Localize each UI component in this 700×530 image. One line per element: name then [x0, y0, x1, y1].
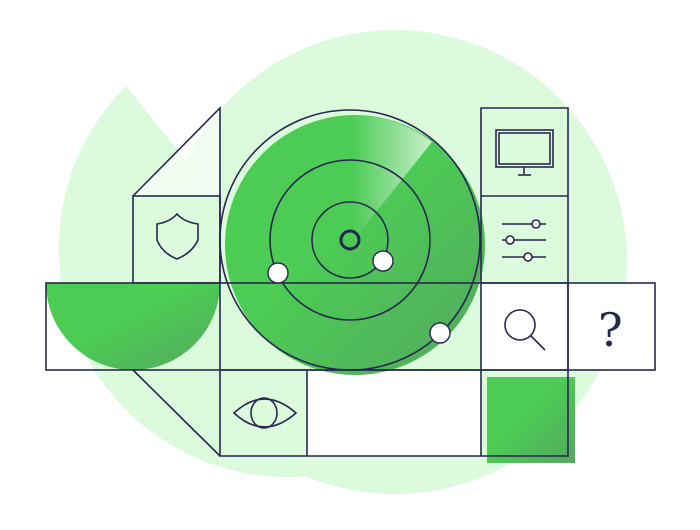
shield-icon	[156, 212, 199, 260]
bowl-shape	[46, 283, 220, 370]
question-mark-icon: ?	[598, 303, 623, 357]
radar-blip	[267, 262, 289, 284]
sliders-icon	[502, 219, 546, 262]
radar-fill	[225, 115, 485, 375]
radar-icon	[219, 109, 481, 371]
radar-sweep	[352, 114, 432, 242]
monitor-icon	[495, 129, 554, 176]
green-square	[487, 377, 575, 463]
search-icon	[504, 309, 546, 351]
radar-blip	[429, 322, 451, 344]
radar-blip	[372, 250, 394, 272]
eye-icon	[232, 397, 298, 429]
bottom-middle-cell-bg	[307, 370, 481, 456]
